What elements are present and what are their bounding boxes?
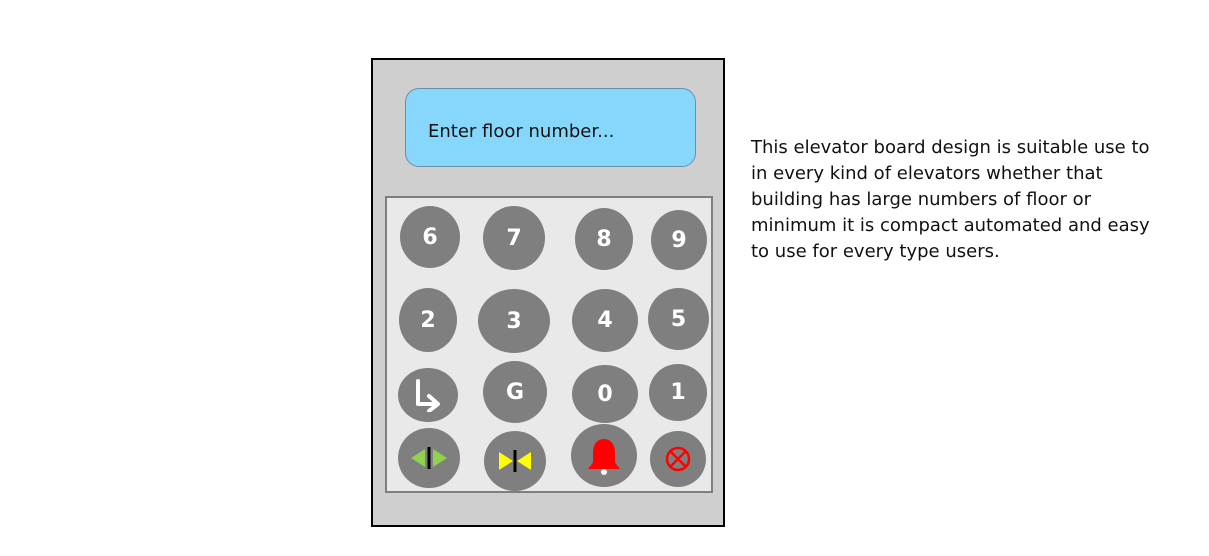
door-close-icon (495, 449, 535, 473)
alarm-button[interactable] (571, 424, 637, 487)
floor-8-button[interactable]: 8 (575, 208, 633, 270)
floor-6-button[interactable]: 6 (400, 206, 460, 268)
floor-4-button[interactable]: 4 (572, 289, 638, 352)
floor-2-button[interactable]: 2 (399, 288, 457, 352)
floor-7-button[interactable]: 7 (483, 206, 545, 270)
design-description: This elevator board design is suitable u… (751, 135, 1151, 265)
enter-button[interactable] (398, 368, 458, 422)
floor-5-button[interactable]: 5 (648, 288, 709, 350)
door-open-button[interactable] (398, 428, 460, 488)
floor-9-button[interactable]: 9 (651, 210, 707, 270)
enter-arrow-icon (412, 378, 444, 412)
description-line: to use for every type users. (751, 241, 1000, 262)
description-line: minimum it is compact automated and easy (751, 215, 1150, 236)
keypad: 6 7 8 9 2 3 4 5 G 0 1 (385, 196, 713, 493)
floor-display[interactable]: Enter floor number... (405, 88, 696, 167)
floor-0-button[interactable]: 0 (572, 365, 638, 423)
ground-floor-button[interactable]: G (483, 361, 547, 423)
description-line: building has large numbers of floor or (751, 189, 1092, 210)
cancel-icon (664, 445, 692, 473)
cancel-button[interactable] (650, 431, 706, 487)
door-close-button[interactable] (484, 431, 546, 491)
alarm-bell-icon (585, 436, 623, 476)
floor-1-button[interactable]: 1 (649, 364, 707, 421)
floor-3-button[interactable]: 3 (478, 289, 550, 353)
door-open-icon (409, 446, 449, 470)
description-line: This elevator board design is suitable u… (751, 137, 1150, 158)
elevator-panel: Enter floor number... 6 7 8 9 2 3 4 5 G … (371, 58, 725, 527)
description-line: in every kind of elevators whether that (751, 163, 1103, 184)
floor-input-placeholder: Enter floor number... (428, 121, 615, 142)
